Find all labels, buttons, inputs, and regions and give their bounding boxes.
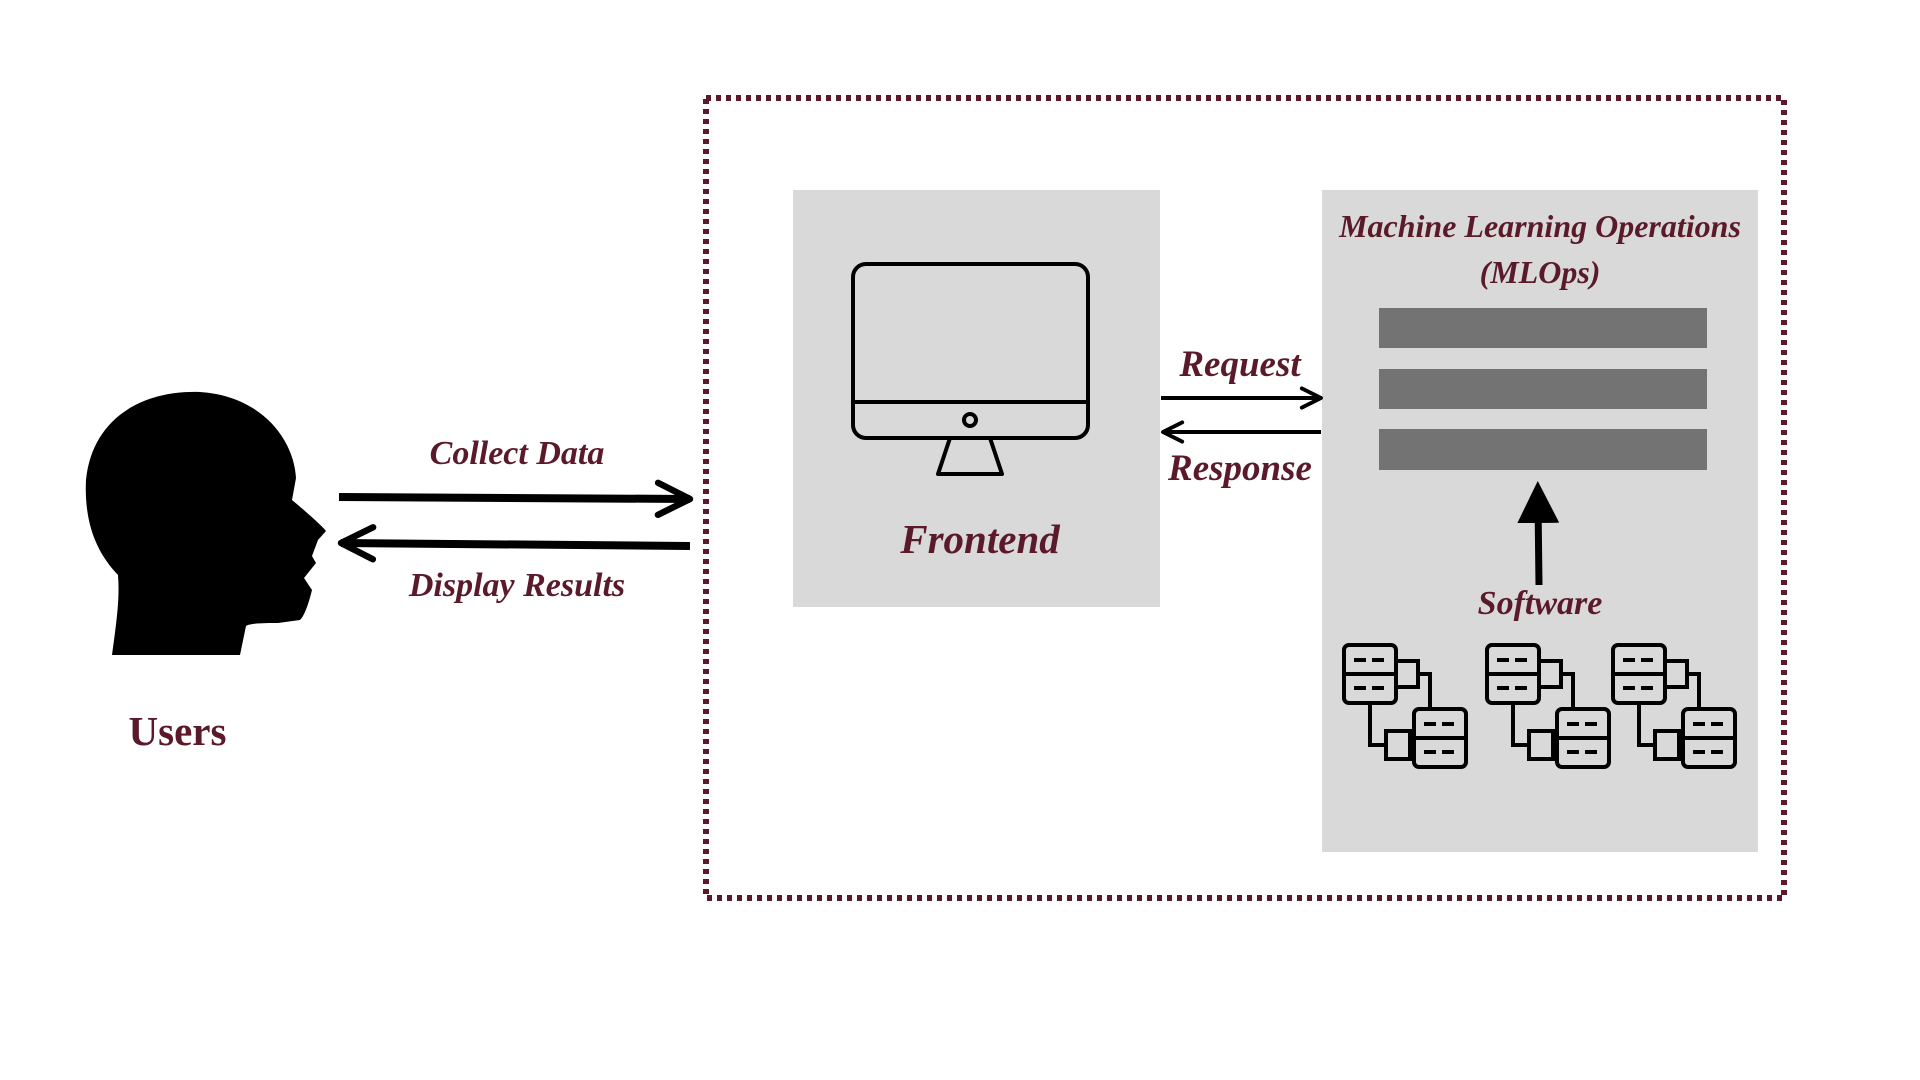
collect-data-label: Collect Data (429, 435, 605, 472)
person-head-silhouette-icon (85, 391, 326, 655)
frontend-label: Frontend (900, 516, 1060, 562)
ml-stack-bar (1379, 308, 1707, 348)
software-to-ml-arrow (1517, 481, 1560, 586)
software-label: Software (1477, 585, 1603, 622)
request-label: Request (1179, 344, 1301, 385)
display-results-label: Display Results (408, 567, 626, 604)
response-label: Response (1168, 448, 1312, 489)
collect-data-arrow (338, 479, 694, 519)
mlops-label: Machine Learning Operations (MLOps) (1339, 208, 1741, 290)
ml-stack-bar (1379, 429, 1707, 470)
display-results-arrow (337, 524, 691, 563)
users-label: Users (128, 708, 227, 754)
monitor-icon (851, 262, 1090, 476)
ml-stack-bar (1379, 369, 1707, 409)
